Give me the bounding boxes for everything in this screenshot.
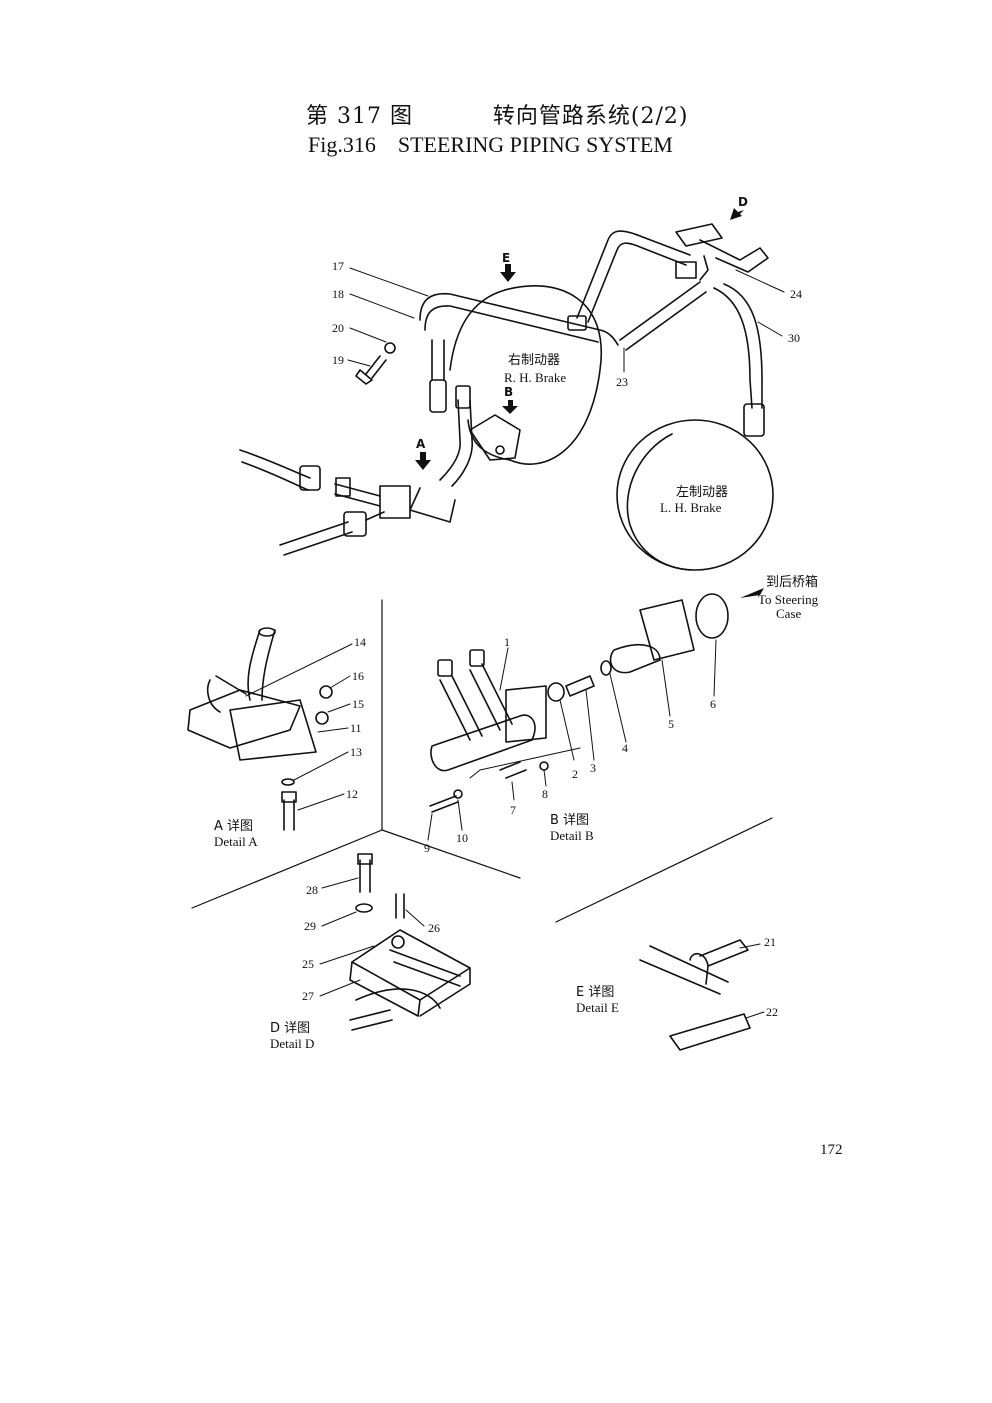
part-14: 14 <box>354 635 366 649</box>
detail-b-drawing <box>429 593 729 813</box>
to-steering-case-label: 到后桥箱 To Steering Case <box>758 574 819 621</box>
part-17: 17 <box>332 259 344 273</box>
detail-a-drawing <box>187 627 333 831</box>
lh-brake-label-cn: 左制动器 <box>676 485 728 500</box>
part-2: 2 <box>572 767 578 781</box>
detail-a-title-cn: A 详图 <box>214 819 253 834</box>
page-number: 172 <box>820 1142 843 1158</box>
lh-brake-drum <box>616 419 774 571</box>
part-27: 27 <box>302 989 314 1003</box>
figure-title-chinese: 第 317 图 转向管路系统(2/2) <box>306 104 689 129</box>
lh-brake-tube-30 <box>713 283 765 437</box>
part-3: 3 <box>590 761 596 775</box>
view-callout-arrows <box>415 208 764 598</box>
rh-brake-label-cn: 右制动器 <box>508 353 560 368</box>
lh-brake-label-en: L. H. Brake <box>660 500 722 515</box>
part-20: 20 <box>332 321 344 335</box>
d-bracket <box>675 223 769 281</box>
detail-a-leaders <box>245 643 353 811</box>
bolt-19-washer-20 <box>355 342 396 385</box>
part-22: 22 <box>766 1005 778 1019</box>
detail-e-drawing <box>639 939 751 1051</box>
part-21: 21 <box>764 935 776 949</box>
callout-a: A <box>416 437 426 451</box>
part-7: 7 <box>510 803 516 817</box>
part-26: 26 <box>428 921 440 935</box>
detail-b-title-en: Detail B <box>550 828 594 843</box>
brake-hoses <box>239 385 521 556</box>
part-24: 24 <box>790 287 802 301</box>
part-8: 8 <box>542 787 548 801</box>
part-29: 29 <box>304 919 316 933</box>
part-4: 4 <box>622 741 628 755</box>
detail-d-title-cn: D 详图 <box>270 1021 310 1036</box>
figure-title-english: Fig.316 STEERING PIPING SYSTEM <box>308 132 673 157</box>
brake-labels: 右制动器 R. H. Brake 左制动器 L. H. Brake <box>504 353 728 515</box>
part-6: 6 <box>710 697 716 711</box>
layout-divider-lines <box>191 599 773 923</box>
detail-e-title-cn: E 详图 <box>576 985 614 1000</box>
part-1: 1 <box>504 635 510 649</box>
rh-brake-label-en: R. H. Brake <box>504 370 566 385</box>
upper-steering-pipe <box>419 230 707 413</box>
part-13: 13 <box>350 745 362 759</box>
to-case-en1: To Steering <box>758 592 819 607</box>
part-12: 12 <box>346 787 358 801</box>
part-11: 11 <box>350 721 362 735</box>
part-19: 19 <box>332 353 344 367</box>
detail-a-title-en: Detail A <box>214 834 258 849</box>
callout-d: D <box>738 195 748 209</box>
callout-b: B <box>504 385 513 399</box>
callout-e: E <box>502 251 510 265</box>
detail-d-leaders <box>319 877 425 997</box>
detail-d-title-en: Detail D <box>270 1036 314 1051</box>
part-18: 18 <box>332 287 344 301</box>
part-10: 10 <box>456 831 468 845</box>
detail-d-drawing <box>349 853 471 1031</box>
detail-e-leaders <box>739 943 765 1019</box>
part-15: 15 <box>352 697 364 711</box>
part-number-labels: 17 18 20 19 23 24 30 14 16 15 11 13 12 1… <box>302 259 802 1019</box>
part-16: 16 <box>352 669 364 683</box>
part-25: 25 <box>302 957 314 971</box>
detail-b-leaders <box>427 639 717 841</box>
part-23: 23 <box>616 375 628 389</box>
part-28: 28 <box>306 883 318 897</box>
to-case-cn: 到后桥箱 <box>766 574 818 590</box>
to-case-en2: Case <box>776 606 802 621</box>
part-30: 30 <box>788 331 800 345</box>
leader-lines-main <box>347 267 785 373</box>
detail-e-title-en: Detail E <box>576 1000 619 1015</box>
detail-b-title-cn: B 详图 <box>550 813 589 828</box>
detail-titles: A 详图 Detail A B 详图 Detail B D 详图 Detail … <box>214 813 619 1051</box>
part-5: 5 <box>668 717 674 731</box>
callout-letters: E D B A <box>416 195 748 451</box>
part-9: 9 <box>424 841 430 855</box>
